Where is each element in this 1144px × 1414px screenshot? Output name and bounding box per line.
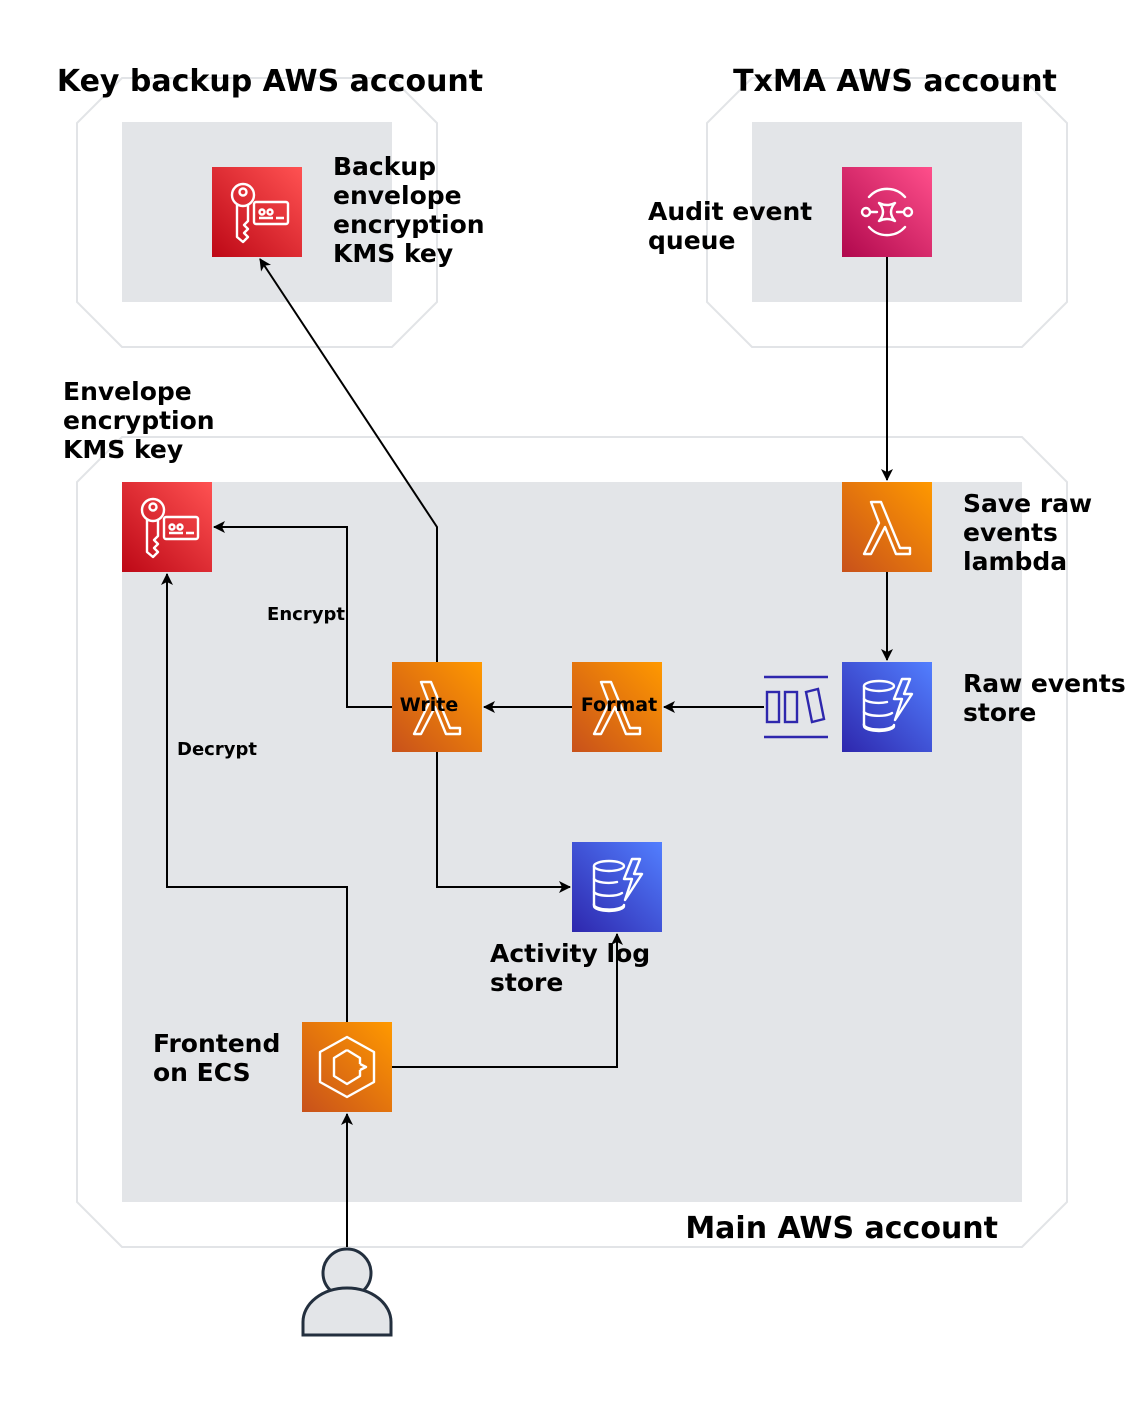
format-lambda-box <box>572 662 662 752</box>
frontend-ecs-node[interactable]: Frontend on ECS <box>153 1022 392 1112</box>
main-account-border <box>76 436 1068 1248</box>
user-icon <box>301 1247 393 1337</box>
raw-events-store-node[interactable]: Raw events store <box>842 662 1134 752</box>
edge-frontend-to-envelope-kms-decrypt <box>161 573 348 1022</box>
edge-write-to-activity-store <box>436 752 571 893</box>
dynamodb-stream-icon <box>764 675 828 739</box>
edge-label-decrypt: Decrypt <box>177 739 257 760</box>
save-raw-events-lambda-box <box>842 482 932 572</box>
write-lambda-node[interactable]: Write <box>392 662 482 752</box>
write-lambda-label: Write <box>400 694 458 716</box>
edge-write-to-envelope-kms-encrypt <box>213 521 392 708</box>
write-lambda-box <box>392 662 482 752</box>
envelope-kms-key-node[interactable]: Envelope encryption KMS key <box>63 377 223 572</box>
frontend-ecs-label: Frontend on ECS <box>153 1029 289 1087</box>
txma-account-border <box>706 77 1068 348</box>
main-account-title: Main AWS account <box>685 1211 998 1246</box>
activity-log-store-label: Activity log store <box>490 939 659 997</box>
activity-log-store-box <box>572 842 662 932</box>
raw-events-store-box <box>842 662 932 752</box>
envelope-kms-key-label: Envelope encryption KMS key <box>63 377 223 464</box>
backup-kms-key-node[interactable]: Backup envelope encryption KMS key <box>212 152 493 268</box>
save-raw-events-lambda-node[interactable]: Save raw events lambda <box>842 482 1101 576</box>
activity-log-store-node[interactable]: Activity log store <box>490 842 662 997</box>
key-backup-account-border <box>76 77 438 348</box>
user-node[interactable] <box>301 1247 393 1337</box>
raw-events-store-label: Raw events store <box>963 669 1134 727</box>
audit-event-queue-label: Audit event queue <box>648 197 821 255</box>
edge-frontend-to-activity-store <box>392 933 623 1068</box>
edge-label-encrypt: Encrypt <box>267 604 345 625</box>
backup-kms-key-label: Backup envelope encryption KMS key <box>333 152 493 268</box>
frontend-ecs-box <box>302 1022 392 1112</box>
save-raw-events-lambda-label: Save raw events lambda <box>963 489 1101 576</box>
format-lambda-label: Format <box>581 694 657 716</box>
edge-write-to-backup-kms <box>259 258 438 662</box>
dynamodb-stream-node <box>764 675 828 739</box>
audit-event-queue-box <box>842 167 932 257</box>
edges: Encrypt Decrypt <box>161 257 893 1247</box>
key-backup-account-title: Key backup AWS account <box>57 64 483 99</box>
audit-event-queue-node[interactable]: Audit event queue <box>648 167 932 257</box>
txma-account-title: TxMA AWS account <box>733 64 1057 99</box>
format-lambda-node[interactable]: Format <box>572 662 662 752</box>
